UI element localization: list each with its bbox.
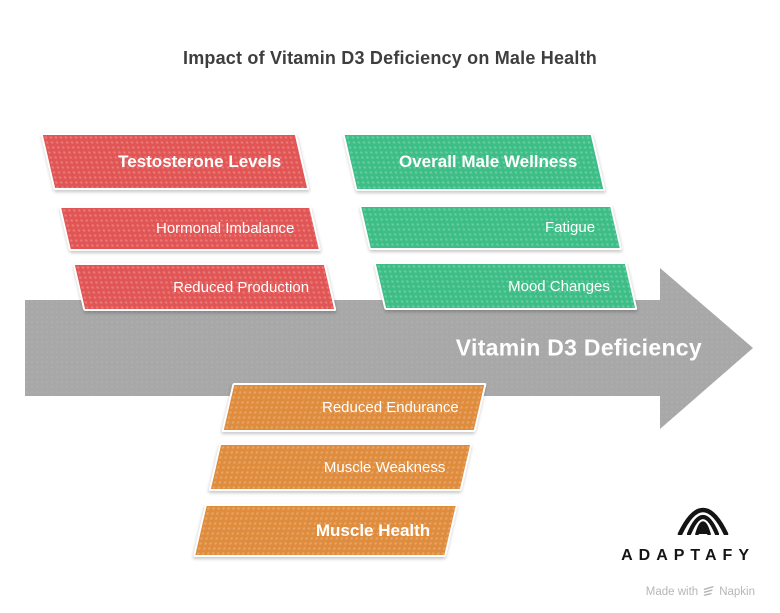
made-with-prefix: Made with	[645, 585, 699, 598]
shape-reduced-production: Reduced Production	[72, 263, 337, 311]
shape-label: Muscle Weakness	[323, 458, 445, 476]
diagram-title: Impact of Vitamin D3 Deficiency on Male …	[183, 48, 597, 68]
shape-overall-male-wellness: Overall Male Wellness	[342, 133, 606, 191]
shape-label: Reduced Endurance	[322, 399, 459, 416]
shape-fatigue: Fatigue	[358, 205, 623, 250]
shape-reduced-endurance: Reduced Endurance	[221, 383, 487, 432]
shape-mood-changes: Mood Changes	[373, 262, 638, 310]
branding-block: ADAPTAFY Made with Napkin	[610, 493, 755, 598]
napkin-icon	[702, 585, 715, 598]
shape-muscle-health: Muscle Health	[192, 504, 459, 557]
made-with-napkin: Made with Napkin	[646, 585, 755, 598]
adaptafy-logo-icon	[677, 493, 729, 540]
shape-label: Muscle Health	[315, 520, 430, 540]
made-with-brand: Napkin	[719, 585, 755, 598]
shape-label: Overall Male Wellness	[398, 152, 577, 171]
arrow-label: Vitamin D3 Deficiency	[455, 334, 702, 361]
shape-label: Reduced Production	[173, 278, 309, 296]
shape-label: Mood Changes	[508, 277, 610, 295]
shape-hormonal-imbalance: Hormonal Imbalance	[58, 206, 322, 251]
shape-muscle-weakness: Muscle Weakness	[208, 443, 473, 491]
shape-label: Hormonal Imbalance	[155, 220, 294, 237]
shape-testosterone-levels: Testosterone Levels	[40, 133, 310, 190]
shape-label: Testosterone Levels	[117, 151, 281, 171]
shape-label: Fatigue	[544, 219, 595, 236]
adaptafy-logo-text: ADAPTAFY	[621, 547, 755, 564]
